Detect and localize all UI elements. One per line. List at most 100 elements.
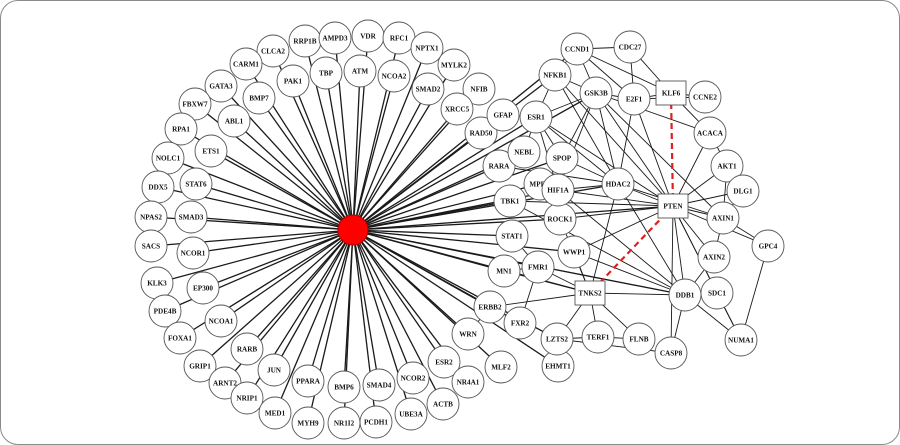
node-label-ampd3: AMPD3	[322, 35, 348, 43]
node-label-mpdz: MPDZ	[529, 181, 550, 189]
node-label-tnks2: TNKS2	[578, 290, 602, 298]
node-label-ccne2: CCNE2	[693, 94, 717, 102]
node-shape-ncor1	[176, 236, 210, 270]
node-hdac2: HDAC2	[601, 167, 635, 201]
node-fbxw7: FBXW7	[178, 87, 212, 121]
node-cdc27: CDC27	[613, 30, 647, 64]
node-label-clca2: CLCA2	[261, 48, 285, 56]
node-shape-tbk1	[493, 184, 527, 218]
edge-e2f1-pten	[633, 98, 674, 207]
edge-notch-nfkb1	[352, 74, 556, 231]
node-label-xrcc5: XRCC5	[445, 106, 470, 114]
node-nfib: NFIB	[462, 72, 496, 106]
node-label-sacs: SACS	[142, 243, 160, 251]
node-shape-ep300	[186, 271, 220, 305]
edge-notch-esr1	[352, 116, 537, 231]
node-shape-smad4	[362, 368, 396, 402]
node-shape-nfkb1	[538, 58, 572, 92]
edge-notch-ddb1	[352, 229, 686, 296]
node-label-abl1: ABL1	[225, 118, 244, 126]
edge-tnks2-erbb2	[489, 292, 591, 308]
node-label-pten: PTEN	[663, 203, 683, 211]
edge-notch-esr2	[352, 229, 445, 363]
node-label-nebl: NEBL	[514, 149, 534, 157]
node-label-sdc1: SDC1	[708, 290, 726, 298]
node-gata3: GATA3	[204, 69, 238, 103]
node-label-esr2: ESR2	[435, 359, 453, 367]
node-npas2: NPAS2	[134, 200, 168, 234]
node-label-bmp6: BMP6	[334, 384, 354, 392]
node-fxr2: FXR2	[503, 306, 537, 340]
edge-notch-ppara	[307, 229, 354, 382]
edge-notch-ehmt1	[352, 229, 559, 367]
node-label-klf6: KLF6	[662, 90, 681, 98]
node-tbk1: TBK1	[493, 184, 527, 218]
node-wwp1: WWP1	[557, 235, 591, 269]
node-acaca: ACACA	[693, 116, 727, 150]
edge-gsk3b-pten	[595, 92, 674, 207]
node-label-ppara: PPARA	[296, 378, 321, 386]
node-shape-nr4a1	[451, 365, 485, 399]
node-shape-pcdh1	[359, 405, 393, 439]
node-label-carm1: CARM1	[233, 61, 259, 69]
node-fmr1: FMR1	[521, 250, 555, 284]
node-shape-myh9	[291, 406, 325, 440]
node-nr1i2: NR1I2	[327, 406, 361, 440]
node-shape-axin2	[697, 240, 731, 274]
node-label-rrp1b: RRP1B	[293, 38, 316, 46]
node-jun: JUN	[257, 353, 291, 387]
node-ncoa2: NCOA2	[377, 59, 411, 93]
node-label-vdr: VDR	[360, 33, 376, 41]
node-label-flnb: FLNB	[629, 336, 648, 344]
node-label-ncoa1: NCOA1	[209, 318, 234, 326]
node-label-arnt2: ARNT2	[213, 380, 237, 388]
edge-notch-pak1	[292, 80, 354, 231]
node-label-axin2: AXIN2	[703, 254, 725, 262]
edge-notch-jun	[273, 229, 354, 371]
node-med1: MED1	[258, 396, 292, 430]
node-stat6: STAT6	[179, 167, 213, 201]
node-shape-ncoa1	[204, 304, 238, 338]
node-shape-tnks2	[574, 280, 606, 306]
node-label-ddb1: DDB1	[676, 292, 695, 300]
node-ccnd1: CCND1	[560, 32, 594, 66]
node-myh9: MYH9	[291, 406, 325, 440]
node-shape-ppara	[291, 364, 325, 398]
node-shape-ncor2	[396, 361, 430, 395]
node-label-lzts2: LZTS2	[546, 336, 568, 344]
node-shape-mlf2	[484, 350, 518, 384]
edge-notch-ncoa1	[220, 229, 354, 322]
node-ets1: ETS1	[194, 134, 228, 168]
node-shape-bmp6	[327, 370, 361, 404]
node-shape-spop	[545, 141, 579, 175]
node-shape-fxr2	[503, 306, 537, 340]
node-label-mlf2: MLF2	[491, 364, 511, 372]
node-shape-pde4b	[148, 294, 182, 328]
node-ep300: EP300	[186, 271, 220, 305]
node-label-tbp: TBP	[319, 70, 334, 78]
node-smad3: SMAD3	[174, 200, 208, 234]
node-label-fbxw7: FBXW7	[182, 101, 208, 109]
node-vdr: VDR	[351, 19, 385, 53]
node-mn1: MN1	[487, 254, 521, 288]
node-gpc4: GPC4	[751, 229, 785, 263]
edge-nfkb1-pten	[554, 74, 674, 207]
node-gsk3b: GSK3B	[579, 76, 613, 110]
node-shape-abl1	[217, 104, 251, 138]
node-shape-tbp	[309, 56, 343, 90]
node-ccne2: CCNE2	[688, 80, 722, 114]
node-foxa1: FOXA1	[163, 321, 197, 355]
node-label-fxr2: FXR2	[511, 320, 530, 328]
node-shape-xrcc5	[440, 92, 474, 126]
node-rpa1: RPA1	[164, 112, 198, 146]
node-ddb1: DDB1	[668, 278, 702, 312]
node-label-gpc4: GPC4	[759, 243, 778, 251]
node-shape-rad50	[464, 116, 498, 150]
node-bmp7: BMP7	[242, 81, 276, 115]
node-rock1: ROCK1	[543, 202, 577, 236]
node-xrcc5: XRCC5	[440, 92, 474, 126]
node-label-esr1: ESR1	[527, 114, 545, 122]
node-shape-acaca	[693, 116, 727, 150]
node-shape-clca2	[256, 34, 290, 68]
